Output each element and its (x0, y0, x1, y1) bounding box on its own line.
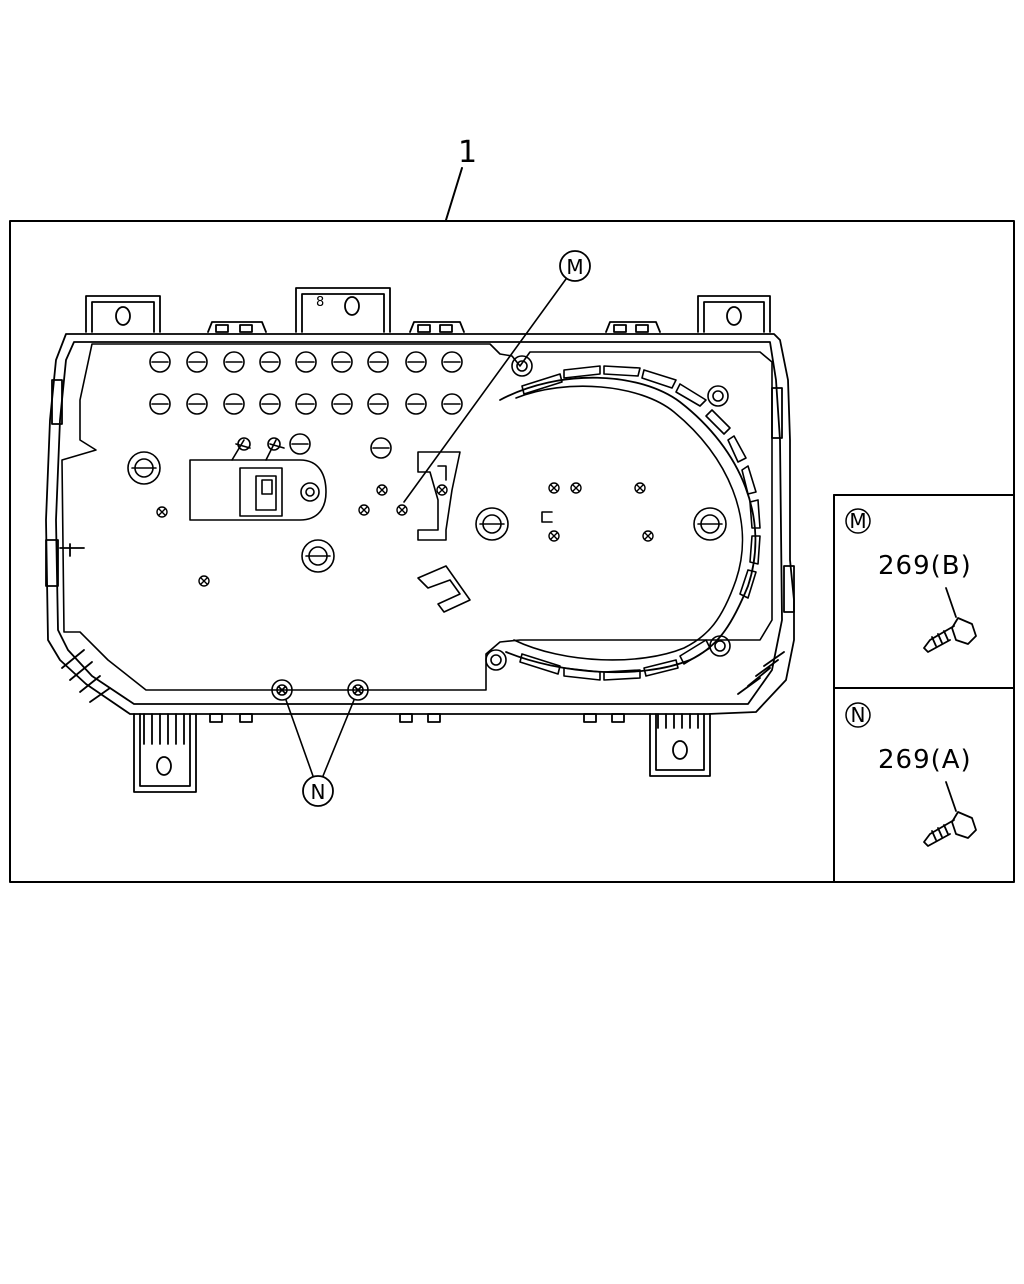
tab-mark-text: 8 (316, 295, 324, 310)
dial-mount-holes (485, 355, 731, 671)
callout-n-letter: N (311, 780, 326, 804)
circuit-board (61, 343, 773, 691)
callout-m-circle (559, 250, 591, 282)
cluster-housing (45, 287, 795, 793)
legend-n-part-number: 269(A) (878, 745, 972, 775)
mount-tab-bottom-right (649, 713, 711, 777)
board-screws (156, 482, 654, 587)
callout-m-leader (403, 278, 567, 503)
legend-n-circle (845, 702, 871, 728)
callout-m-letter: M (566, 255, 583, 279)
screw-n-pair (271, 679, 369, 701)
item-number-label: 1 (458, 135, 477, 170)
mount-tab-top-center (295, 287, 391, 333)
legend-panel (833, 494, 1015, 883)
callout-n-circle (302, 775, 334, 807)
board-brackets (417, 451, 553, 613)
connector-block (189, 459, 327, 521)
legend-m-circle (845, 508, 871, 534)
mount-tab-top-left (85, 295, 161, 333)
bolt-icon (923, 781, 977, 847)
legend-m-letter: M (849, 509, 866, 533)
housing-outline (45, 333, 795, 715)
bulb-socket-row-bottom (149, 393, 463, 415)
legend-item-n: N 269(A) (845, 702, 977, 847)
legend-n-letter: N (851, 703, 866, 727)
mount-tab-bottom-left (133, 713, 197, 793)
legend-item-m: M 269(B) (845, 508, 977, 653)
mount-tab-top-right (697, 295, 771, 333)
callout-n-leader-right (322, 699, 355, 777)
bulb-socket-row-top (149, 351, 463, 373)
callout-n: N (285, 699, 355, 807)
item-leader-line (445, 167, 463, 221)
outer-frame (9, 220, 1015, 883)
callout-n-leader-left (285, 699, 314, 777)
callout-m: M (403, 250, 591, 503)
bolt-icon (923, 587, 977, 653)
legend-m-part-number: 269(B) (878, 551, 972, 581)
dial-segments (519, 365, 761, 681)
bulb-sockets (127, 351, 727, 573)
